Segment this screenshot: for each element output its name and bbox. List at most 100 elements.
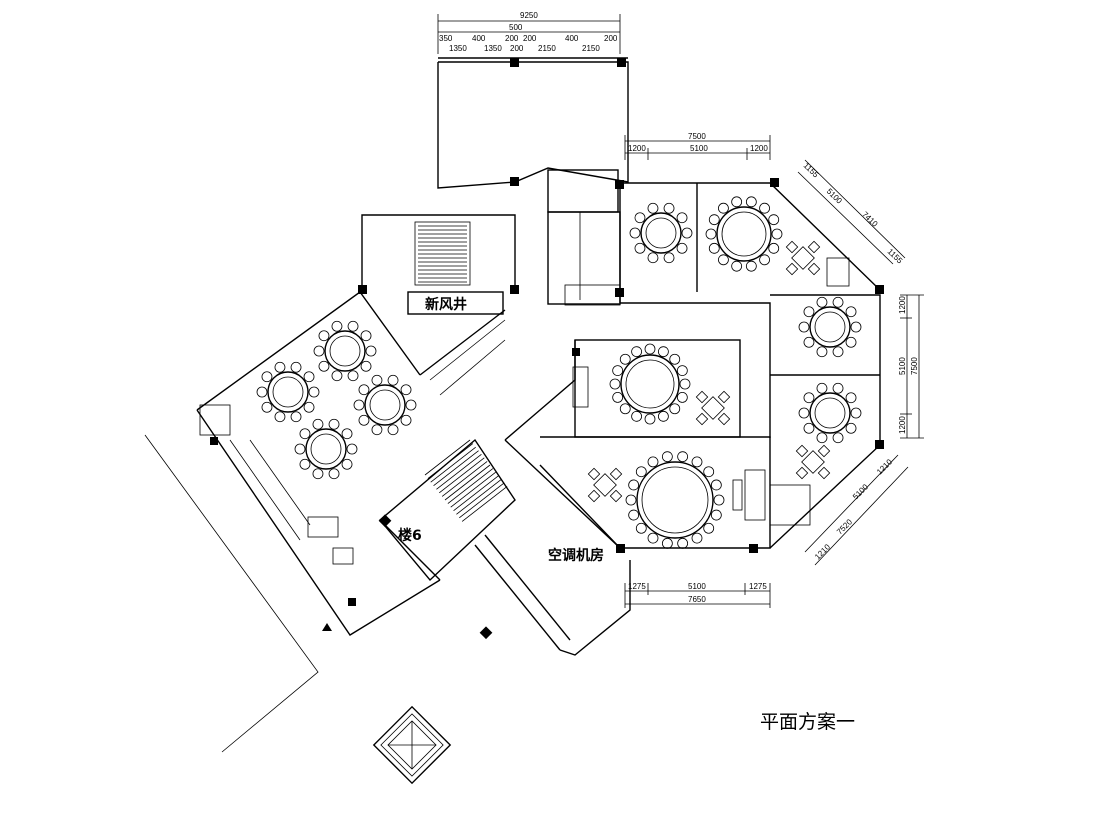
column-marker	[479, 626, 493, 640]
svg-text:7410: 7410	[860, 210, 879, 229]
chair	[609, 378, 621, 390]
svg-text:1200: 1200	[750, 144, 768, 153]
chair	[803, 306, 815, 318]
chair	[708, 242, 720, 254]
svg-text:5100: 5100	[851, 482, 870, 501]
chair	[328, 418, 340, 430]
dimension-top: 9250 500 350 1350 400 1350 200 200 200 2…	[437, 11, 621, 54]
chair	[785, 262, 799, 276]
chair	[587, 467, 601, 481]
chair	[663, 202, 675, 214]
chair	[358, 414, 370, 426]
round-table	[256, 361, 320, 423]
svg-text:1350: 1350	[484, 44, 502, 53]
chair	[644, 343, 656, 355]
chair	[308, 386, 320, 398]
square-table	[695, 390, 731, 426]
chair	[816, 346, 828, 358]
chair	[677, 537, 689, 549]
chair	[657, 346, 669, 358]
chair	[845, 336, 857, 348]
square-table	[785, 240, 821, 276]
chair	[676, 365, 688, 377]
chair	[695, 390, 709, 404]
svg-text:5100: 5100	[825, 187, 844, 206]
svg-text:2150: 2150	[538, 44, 556, 53]
chair	[628, 479, 640, 491]
dimension-bottom: 1275 5100 1275 7650	[624, 582, 771, 608]
chair	[710, 509, 722, 521]
chair	[318, 330, 330, 342]
chair	[676, 212, 688, 224]
chair	[612, 391, 624, 403]
svg-text:9250: 9250	[520, 11, 538, 20]
chair	[845, 422, 857, 434]
chair	[400, 384, 412, 396]
chair	[360, 330, 372, 342]
chair	[817, 466, 831, 480]
svg-text:400: 400	[472, 34, 486, 43]
svg-text:7650: 7650	[688, 595, 706, 604]
chair	[371, 374, 383, 386]
service-core	[547, 169, 624, 306]
chair	[703, 466, 715, 478]
svg-text:5100: 5100	[690, 144, 708, 153]
round-table	[313, 320, 377, 382]
svg-text:500: 500	[509, 23, 523, 32]
chair	[768, 242, 780, 254]
chair	[634, 212, 646, 224]
svg-text:200: 200	[505, 34, 519, 43]
square-table	[795, 444, 831, 480]
tables	[256, 196, 862, 549]
chair	[708, 214, 720, 226]
chair	[703, 522, 715, 534]
chair	[261, 371, 273, 383]
chair	[745, 260, 757, 272]
chair	[803, 392, 815, 404]
chair	[676, 391, 688, 403]
chair	[625, 494, 637, 506]
chair	[691, 532, 703, 544]
svg-text:5100: 5100	[688, 582, 706, 591]
svg-text:1350: 1350	[449, 44, 467, 53]
chair	[629, 227, 641, 239]
chair	[318, 360, 330, 372]
chair	[768, 214, 780, 226]
site-boundary	[144, 434, 319, 753]
chair	[663, 252, 675, 264]
chair	[717, 412, 731, 426]
chair	[341, 428, 353, 440]
chair	[346, 443, 358, 455]
chair	[803, 422, 815, 434]
elevator-symbol	[372, 705, 452, 785]
svg-text:350: 350	[439, 34, 453, 43]
chair	[331, 370, 343, 382]
svg-text:1155: 1155	[802, 161, 821, 180]
chair	[299, 428, 311, 440]
svg-text:5100: 5100	[898, 357, 907, 375]
chair	[619, 353, 631, 365]
chair	[681, 227, 693, 239]
chair	[807, 240, 821, 254]
chair	[647, 532, 659, 544]
corridor	[474, 302, 771, 656]
chair	[303, 401, 315, 413]
chair	[798, 407, 810, 419]
svg-text:200: 200	[510, 44, 524, 53]
chair	[331, 320, 343, 332]
chair	[644, 413, 656, 425]
chair	[705, 228, 717, 240]
chair	[661, 537, 673, 549]
chair	[731, 260, 743, 272]
chair	[290, 361, 302, 373]
chair	[795, 444, 809, 458]
svg-text:7500: 7500	[910, 357, 919, 375]
chair	[795, 466, 809, 480]
chair	[845, 306, 857, 318]
round-table	[705, 196, 783, 272]
chair	[405, 399, 417, 411]
chair	[365, 345, 377, 357]
chair	[261, 401, 273, 413]
chair	[347, 370, 359, 382]
chair	[609, 467, 623, 481]
